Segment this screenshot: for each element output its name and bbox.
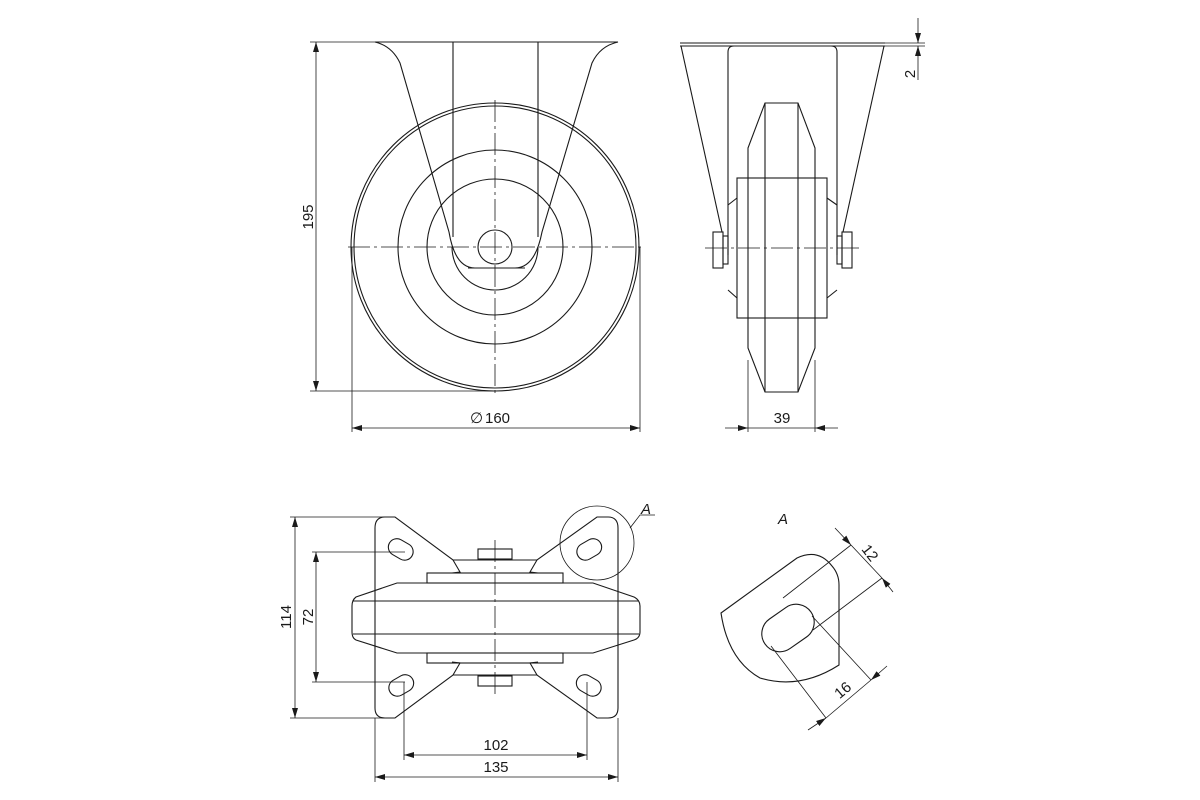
detail-label: A <box>777 511 788 528</box>
height-dimension: 195 <box>300 204 317 229</box>
mounting-holes <box>387 538 603 697</box>
detail-marker: A <box>640 501 651 518</box>
detail-circle <box>559 505 635 581</box>
wheel-hub-inner <box>451 246 539 291</box>
diameter-symbol: ∅ <box>470 410 483 427</box>
detail-view-a: A 12 16 <box>720 511 894 731</box>
plate-width-dimension: 135 <box>483 759 508 776</box>
slot <box>761 603 815 653</box>
bottom-view: A 114 72 102 135 <box>278 501 655 782</box>
plate-height-dimension: 114 <box>278 605 295 629</box>
fork <box>374 41 619 269</box>
hole-spacing-x-dimension: 102 <box>483 737 508 754</box>
plate-corner <box>720 553 840 683</box>
diameter-dimension: 160 <box>485 410 510 427</box>
slot-length-dimension: 16 <box>831 679 855 703</box>
width-dimension: 39 <box>774 410 791 427</box>
axle <box>477 229 513 265</box>
wheel-bottom <box>351 582 641 654</box>
mounting-plate <box>374 516 619 719</box>
hole-spacing-y-dimension: 72 <box>300 609 317 626</box>
side-view: 39 2 <box>680 18 925 432</box>
plate-thickness-dimension: 2 <box>902 70 919 78</box>
wheel-side <box>747 102 816 393</box>
front-view: 195 ∅ 160 <box>300 41 645 432</box>
slot-width-dimension: 12 <box>858 541 882 565</box>
